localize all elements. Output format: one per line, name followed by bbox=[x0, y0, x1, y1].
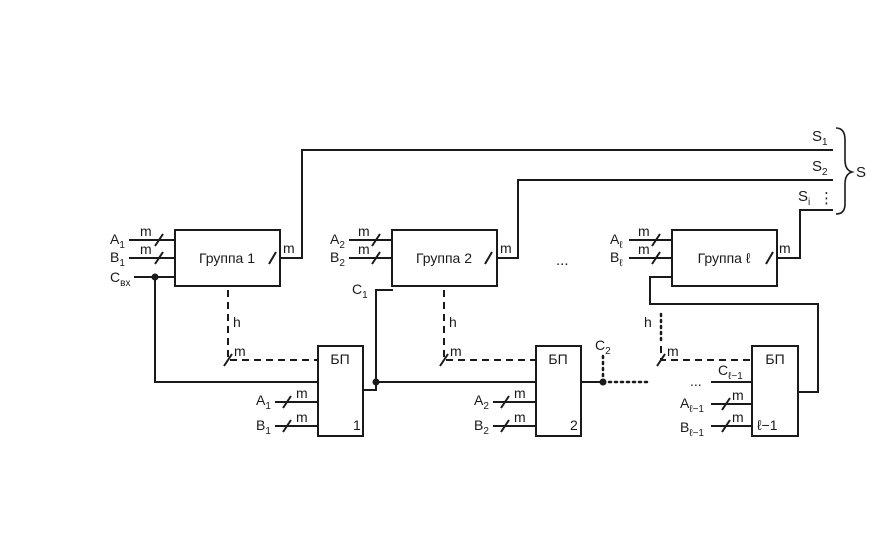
svg-text:m: m bbox=[296, 385, 308, 401]
svg-text:B2: B2 bbox=[474, 417, 489, 437]
c1-line bbox=[375, 289, 537, 383]
si-output-line bbox=[774, 209, 833, 259]
bp-2-block bbox=[535, 345, 582, 437]
group-1-inputs: m m A1 B1 Cвх m bbox=[110, 223, 295, 289]
svg-text:m: m bbox=[732, 387, 744, 403]
svg-text:m: m bbox=[358, 223, 370, 239]
label-a1: A1 bbox=[110, 231, 125, 251]
group-2-label: Группа 2 bbox=[416, 250, 472, 266]
bus-width-b1: m bbox=[140, 241, 152, 257]
svg-text:Cℓ−1: Cℓ−1 bbox=[718, 362, 743, 382]
svg-text:m: m bbox=[514, 385, 526, 401]
label-s2: S2 bbox=[812, 158, 828, 178]
svg-text:m: m bbox=[450, 343, 462, 359]
svg-text:A2: A2 bbox=[474, 392, 489, 412]
bp-l-minus-1-number: ℓ−1 bbox=[757, 417, 778, 433]
s2-output-line bbox=[497, 179, 833, 259]
bus-width-group1-out: m bbox=[283, 240, 295, 256]
output-bus-lines bbox=[279, 149, 833, 259]
svg-text:m: m bbox=[732, 409, 744, 425]
group-l-inputs: m m Aℓ Bℓ m bbox=[610, 223, 791, 269]
label-cin: Cвх bbox=[110, 269, 130, 289]
label-si-dots: ⋮ bbox=[819, 190, 834, 207]
label-s1: S1 bbox=[812, 128, 828, 148]
svg-text:m: m bbox=[667, 343, 679, 359]
bp-2-inputs: m m A2 B2 bbox=[474, 385, 537, 437]
group-1-block bbox=[174, 229, 281, 287]
bp-1-number: 1 bbox=[353, 417, 361, 433]
cin-to-bp1-line bbox=[154, 276, 319, 383]
bus-width-a1: m bbox=[140, 223, 152, 239]
bus-width-h1: m bbox=[234, 343, 246, 359]
svg-text:m: m bbox=[514, 409, 526, 425]
label-si: Si bbox=[798, 188, 810, 208]
bp-l-minus-1-block bbox=[751, 345, 799, 437]
label-c2: C2 bbox=[595, 337, 611, 357]
svg-text:m: m bbox=[638, 241, 650, 257]
ellipsis-bp-l: ... bbox=[690, 373, 702, 389]
svg-text:m: m bbox=[638, 223, 650, 239]
bp-l-minus-1-inputs: m m ... Cℓ−1 Aℓ−1 Bℓ−1 bbox=[680, 362, 753, 439]
c2-junction bbox=[599, 378, 607, 386]
svg-text:h: h bbox=[449, 314, 457, 330]
bp-l-minus-1-label: БП bbox=[765, 351, 784, 367]
c-l-minus-1-line bbox=[649, 276, 819, 393]
svg-text:Aℓ: Aℓ bbox=[610, 231, 623, 251]
svg-text:m: m bbox=[779, 240, 791, 256]
group-l-label: Группа ℓ bbox=[698, 250, 751, 266]
s1-output-line bbox=[279, 149, 833, 259]
group-l-block bbox=[671, 229, 778, 287]
svg-text:Bℓ−1: Bℓ−1 bbox=[680, 419, 704, 439]
svg-text:B1: B1 bbox=[256, 417, 271, 437]
bp-1-inputs: m m A1 B1 bbox=[256, 385, 319, 437]
svg-text:m: m bbox=[358, 241, 370, 257]
svg-text:A2: A2 bbox=[330, 231, 345, 251]
svg-text:h: h bbox=[644, 314, 652, 330]
c1-junction bbox=[372, 378, 380, 386]
svg-text:m: m bbox=[296, 409, 308, 425]
group-ellipsis: ... bbox=[556, 252, 569, 269]
group-2-inputs: m m A2 B2 m bbox=[330, 223, 512, 269]
svg-text:m: m bbox=[500, 240, 512, 256]
cin-junction bbox=[151, 273, 159, 281]
svg-text:Aℓ−1: Aℓ−1 bbox=[680, 395, 704, 415]
s-bus-brace bbox=[835, 127, 855, 215]
label-c1: C1 bbox=[352, 281, 368, 301]
svg-text:B2: B2 bbox=[330, 249, 345, 269]
svg-text:Bℓ: Bℓ bbox=[610, 249, 623, 269]
group-1-label: Группа 1 bbox=[199, 250, 255, 266]
label-b1: B1 bbox=[110, 249, 125, 269]
bp-2-number: 2 bbox=[570, 417, 578, 433]
label-s-total: S bbox=[856, 164, 866, 181]
bp-2-label: БП bbox=[548, 351, 567, 367]
bp-1-label: БП bbox=[330, 351, 349, 367]
carry-width-h1: h bbox=[233, 314, 241, 330]
svg-text:A1: A1 bbox=[256, 392, 271, 412]
group-2-block bbox=[391, 229, 498, 287]
